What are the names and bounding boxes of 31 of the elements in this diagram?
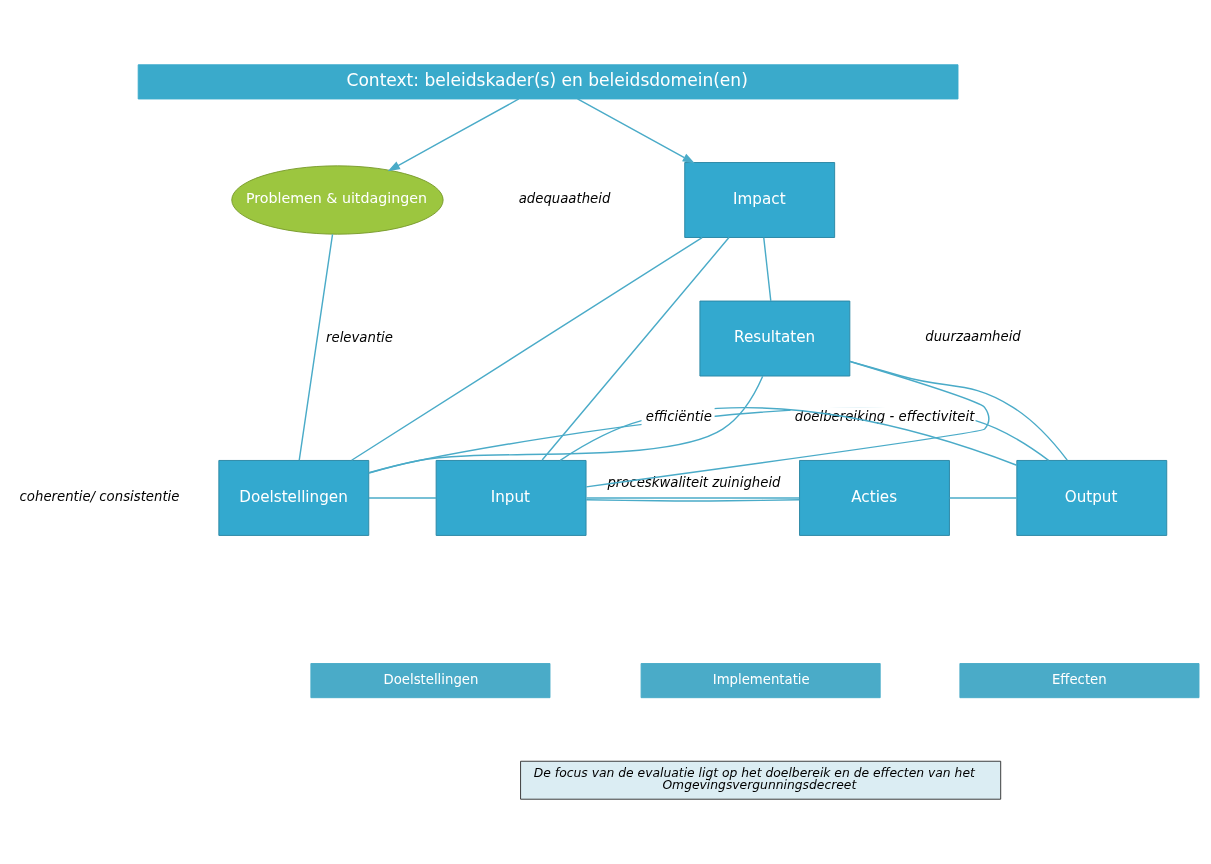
arrow <box>576 98 695 164</box>
connector <box>763 236 772 302</box>
node-box: Doelstellingen <box>218 460 370 536</box>
node-box: Resultaten <box>699 300 851 377</box>
connector <box>585 499 801 502</box>
connector <box>368 375 764 474</box>
connector <box>368 497 437 499</box>
connector <box>541 236 730 461</box>
edge-label: efficiëntie <box>645 409 712 425</box>
connector <box>585 497 800 499</box>
node-box: Input <box>435 460 587 536</box>
node-box: Doelstellingen <box>310 663 551 699</box>
connector <box>849 360 1068 461</box>
node-label: coherentie/ consistentie <box>19 488 180 504</box>
edge-label: proceskwaliteit zuinigheid <box>607 475 781 491</box>
label: duurzaamheid <box>925 329 1021 345</box>
connector <box>948 497 1018 499</box>
arrow <box>387 98 520 172</box>
connector <box>585 360 990 488</box>
connector <box>298 233 334 461</box>
node-box: Impact <box>684 162 836 238</box>
node-box: Effecten <box>959 663 1200 699</box>
node-box: Output <box>1016 460 1168 536</box>
node-box: Implementatie <box>640 663 881 699</box>
node-box: Acties <box>799 460 950 536</box>
node-box: Context: beleidskader(s) en beleidsdomein(en) <box>137 64 959 100</box>
node-box: De focus van de evaluatie ligt op het doelbereik en de effecten van het Omgevingsvergunningsdecreet <box>520 760 1002 800</box>
connector <box>350 236 703 461</box>
label: adequaatheid <box>518 190 611 206</box>
edge-label: relevantie <box>326 329 393 345</box>
node-ellipse: Problemen & uitdagingen <box>231 165 444 235</box>
